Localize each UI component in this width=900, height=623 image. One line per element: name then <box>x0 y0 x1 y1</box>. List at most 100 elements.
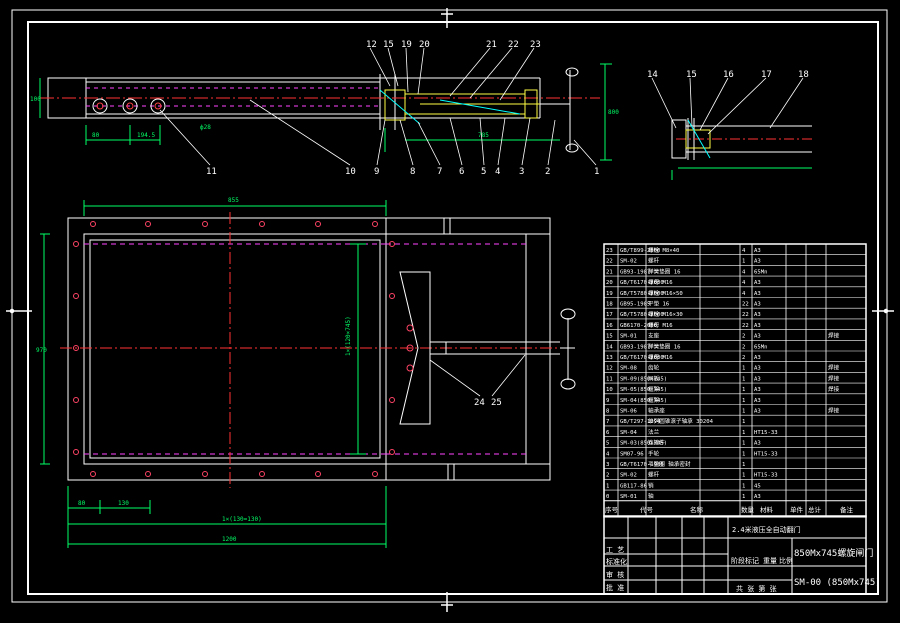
inner-frame <box>27 21 879 595</box>
bom-cell: 10 <box>606 387 613 393</box>
centering-marks <box>6 8 894 612</box>
bom-cell: 4 <box>742 291 746 297</box>
bom-cell: SM-04 <box>620 430 637 436</box>
title-row-1: 工 艺 <box>606 546 624 554</box>
bom-cell: A3 <box>754 355 761 361</box>
callout-15: 15 <box>383 40 394 50</box>
bom-cell: A3 <box>754 302 761 308</box>
callout-8: 8 <box>410 167 415 177</box>
title-row-3: 审 核 <box>606 570 624 579</box>
bom-cell: A3 <box>754 259 761 265</box>
bom-cell: 1 <box>742 398 745 404</box>
bom-cell: 框架 <box>648 385 660 393</box>
bom-cell: 1 <box>742 473 745 479</box>
bom-cell: 手轮 <box>648 449 660 457</box>
bom-cell: GB/T6170-1986 <box>620 462 664 468</box>
bom-cell: A3 <box>754 494 761 500</box>
bom-cell: A3 <box>754 280 761 286</box>
bom-cell: 法兰 <box>648 428 660 436</box>
bom-cell: GB/T5780-2000 <box>620 312 664 318</box>
bom-cell: 22 <box>742 302 749 308</box>
bom-cell: SM-05(850×745) <box>620 387 667 393</box>
callout-21: 21 <box>486 40 497 50</box>
callout-9: 9 <box>374 167 379 177</box>
title-mid-1: 阶段标记 <box>731 556 759 565</box>
detail-callout-18: 18 <box>798 70 809 80</box>
bom-cell: 2 <box>742 334 745 340</box>
dim-side-h: 100 <box>30 96 41 103</box>
bom-cell: 1 <box>742 409 745 415</box>
bom-cell: 22 <box>742 323 749 329</box>
bom-cell: 15 <box>606 334 613 340</box>
bom-cell: HT15-33 <box>754 473 778 479</box>
bom-cell: 17 <box>606 312 613 318</box>
bom-header-cell: 材料 <box>760 505 774 514</box>
callout-22: 22 <box>508 40 519 50</box>
bom-cell: HT15-33 <box>754 430 778 436</box>
bom-header-cell: 名称 <box>690 505 704 514</box>
bom-cell: 螺母 M16 <box>648 278 673 286</box>
bom-cell: 4 <box>742 280 746 286</box>
detail-view: 14 15 16 17 18 <box>647 70 815 180</box>
bom-cell: 平垫 16 <box>648 300 669 308</box>
title-name: 850Mx745螺旋闸门 <box>794 547 873 559</box>
bom-cell: 1 <box>606 483 609 489</box>
dim-bottom-total: 1200 <box>222 536 237 543</box>
bom-cell: GB95-1985 <box>620 302 650 308</box>
bom-cell: 焊接 <box>828 364 840 372</box>
bom-cell: 23 <box>606 248 613 254</box>
bom-cell: SM-04(850×745) <box>620 398 667 404</box>
bom-cell: A3 <box>754 291 761 297</box>
title-row-4: 批 准 <box>606 583 624 592</box>
bom-cell: GB/T5780-2000 <box>620 291 664 297</box>
bom-cell: 螺栓 M8×40 <box>648 246 679 254</box>
bom-cell: 65Mn <box>754 344 767 350</box>
title-project: 2.4米液压全自动翻门 <box>732 525 801 534</box>
bom-cell: 1 <box>742 419 745 425</box>
dim-inner-width: 855 <box>228 197 239 204</box>
bom-cell: 1 <box>742 483 745 489</box>
bom-cell: 12 <box>606 366 613 372</box>
bom-cell: SM-02 <box>620 259 637 265</box>
bom-header-cell: 总计 <box>808 505 822 514</box>
bom-header-cell: 备注 <box>840 505 854 514</box>
bom-cell: 45 <box>754 483 761 489</box>
bom-cell: 4 <box>606 451 610 457</box>
bom-cell: 1 <box>742 376 745 382</box>
bom-cell: 2 <box>742 344 745 350</box>
detail-callout-17: 17 <box>761 70 772 80</box>
bom-cell: A3 <box>754 441 761 447</box>
bom-cell: 5 <box>606 441 609 447</box>
bom-cell: GB/T297-1994 <box>620 419 661 425</box>
dim-opening: 1×(120×745) <box>345 316 352 356</box>
bom-cell: 焊接 <box>828 332 840 340</box>
callout-1: 1 <box>594 167 599 177</box>
bom-cell: 18 <box>606 302 613 308</box>
outer-border <box>11 9 888 603</box>
bom-cell: 19 <box>606 291 613 297</box>
bom-cell: GB117-86 <box>620 483 647 489</box>
bom-cell: 螺杆 <box>648 257 660 265</box>
detail-callout-14: 14 <box>647 70 658 80</box>
callout-12: 12 <box>366 40 377 50</box>
bom-cell: SM-01 <box>620 494 637 500</box>
callout-7: 7 <box>437 167 442 177</box>
bom-cell: A3 <box>754 398 761 404</box>
bom-cell: 轴承座 <box>648 407 665 415</box>
dim-bottom-span: 1×(130=130) <box>222 516 262 523</box>
bom-cell: GB/T899-2000 <box>620 248 660 254</box>
bom-cell: 1 <box>742 387 745 393</box>
bom-cell: 齿轮 <box>648 364 660 372</box>
callout-5: 5 <box>481 167 486 177</box>
callout-11: 11 <box>206 167 217 177</box>
callout-4: 4 <box>495 167 500 177</box>
bom-cell: 16 <box>606 323 613 329</box>
bom-cell: 11 <box>606 376 613 382</box>
bom-cell: SM07-96 <box>620 451 644 457</box>
bom-cell: 4 <box>742 269 746 275</box>
title-mid-3: 比例 <box>779 556 793 565</box>
callout-3: 3 <box>519 167 524 177</box>
bom-cell: A3 <box>754 312 761 318</box>
